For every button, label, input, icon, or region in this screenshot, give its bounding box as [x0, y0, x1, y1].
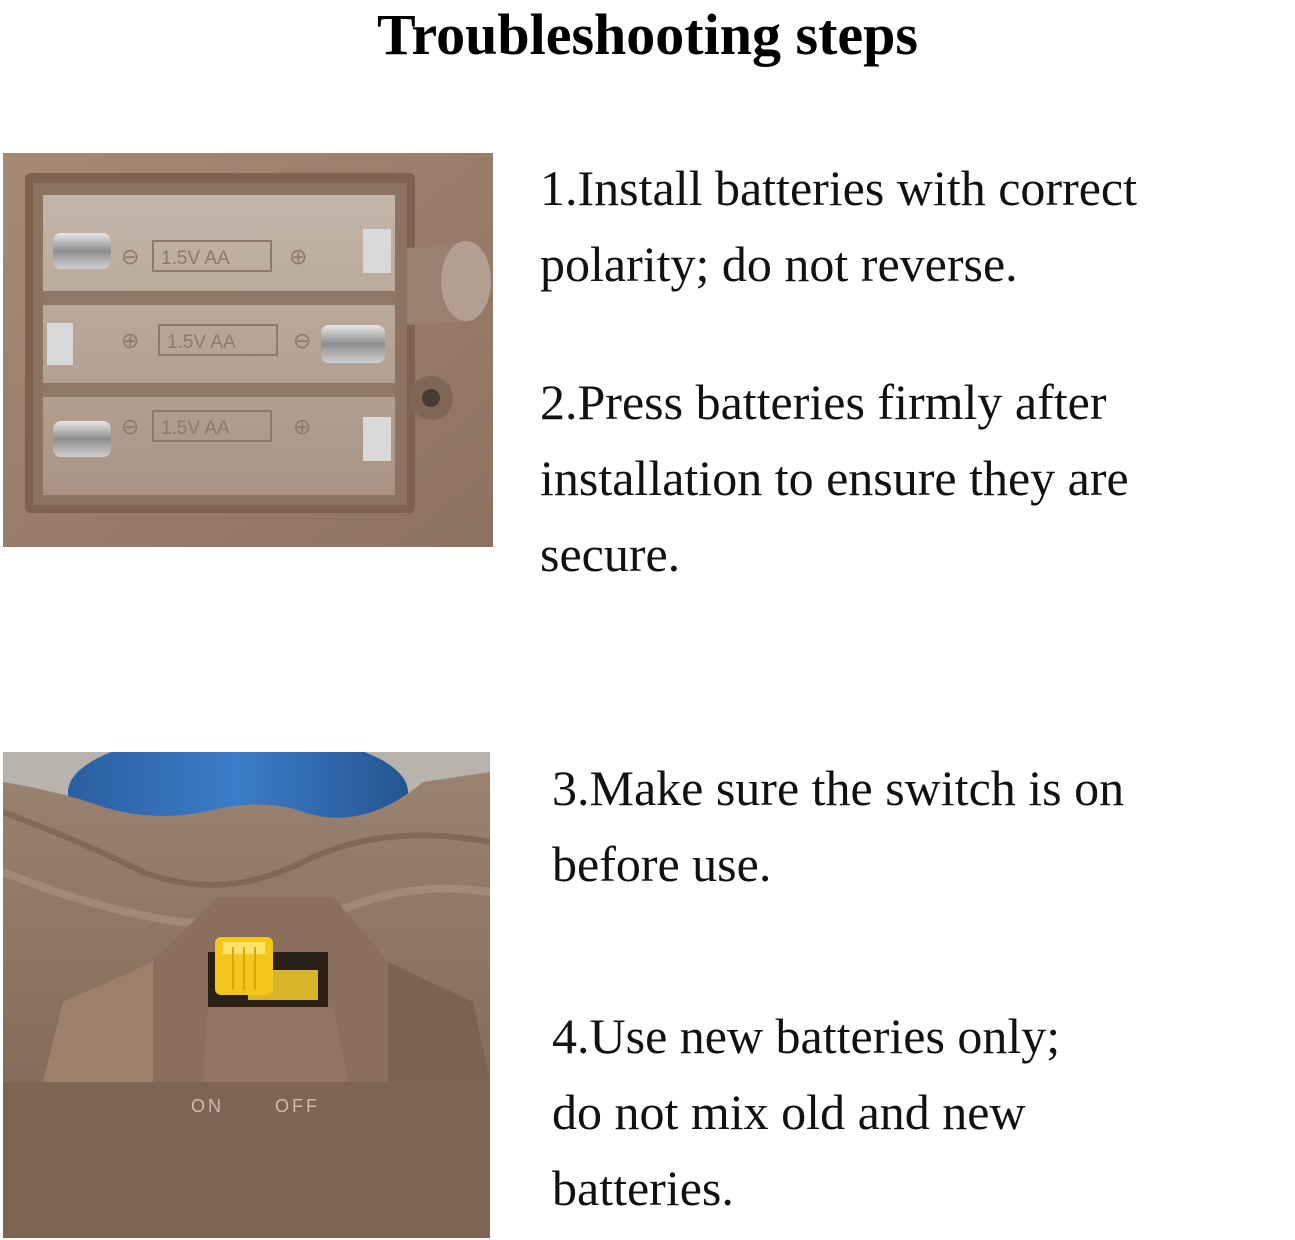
slot-label: 1.5V AA: [161, 248, 230, 269]
minus-icon: ⊖: [121, 414, 139, 439]
power-switch-photo: ON OFF: [3, 752, 490, 1238]
plus-icon: ⊕: [293, 414, 311, 439]
minus-icon: ⊖: [121, 244, 139, 269]
plus-icon: ⊕: [289, 244, 307, 269]
slot-label: 1.5V AA: [167, 332, 236, 353]
switch-off-label: OFF: [275, 1096, 320, 1116]
step-1-text: 1.Install batteries with correct polarit…: [540, 160, 1137, 292]
step-2-text: 2.Press batteries firmly after installat…: [540, 374, 1129, 582]
step-4-text: 4.Use new batteries only; do not mix old…: [552, 1008, 1061, 1216]
plus-icon: ⊕: [121, 328, 139, 353]
page-title: Troubleshooting steps: [377, 2, 918, 67]
step-3-text: 3.Make sure the switch is on before use.: [552, 760, 1125, 892]
slot-label: 1.5V AA: [161, 418, 230, 439]
battery-compartment-photo: 1.5V AA ⊖ ⊕ 1.5V AA ⊕ ⊖ 1.5V AA ⊖ ⊕: [3, 153, 493, 547]
minus-icon: ⊖: [293, 328, 311, 353]
switch-on-label: ON: [191, 1096, 224, 1116]
